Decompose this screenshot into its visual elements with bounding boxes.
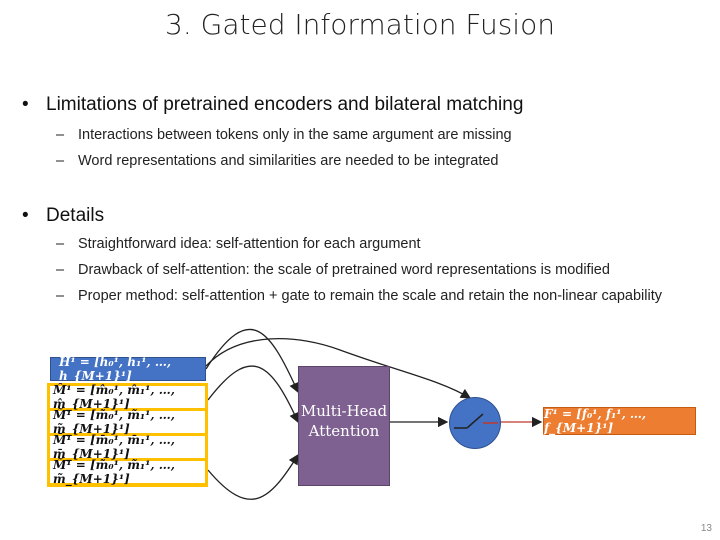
bullet-text: Details [46, 205, 105, 226]
bullet-limitations: • Limitations of pretrained encoders and … [22, 94, 523, 116]
sub-bullet-text: Interactions between tokens only in the … [78, 127, 512, 143]
m-matrix-row: M̃¹ = [m̃₀¹, m̃₁¹, …, m̃_{M+1}¹] [50, 458, 205, 486]
sub-bullet-text: Straightforward idea: self-attention for… [78, 236, 421, 252]
connector-curve [205, 328, 299, 394]
f-matrix-box: F¹ = [f₀¹, f₁¹, …, f_{M+1}¹] [543, 407, 696, 435]
gate-switch-icon [449, 397, 501, 449]
h-matrix-box: H¹ = [h₀¹, h₁¹, …, h_{M+1}¹] [50, 355, 206, 383]
bullet-dot-icon: • [22, 94, 29, 115]
dash-icon: – [56, 127, 65, 143]
m-matrix-row: M̄¹ = [m̄₀¹, m̄₁¹, …, m̄_{M+1}¹] [50, 433, 205, 461]
slide-title: 3. Gated Information Fusion [165, 8, 555, 41]
bullet-text: Limitations of pretrained encoders and b… [46, 94, 524, 115]
connector-arc [205, 338, 472, 399]
dash-icon: – [56, 236, 65, 252]
dash-icon: – [56, 262, 65, 278]
multi-head-attention-box: Multi-Head Attention [298, 366, 390, 486]
mha-label-line1: Multi-Head [300, 402, 388, 420]
dash-icon: – [56, 288, 65, 304]
sub-bullet-text: Proper method: self-attention + gate to … [78, 288, 662, 304]
connector-curve [207, 365, 299, 424]
bullet-dot-icon: • [22, 205, 29, 226]
page-number: 13 [700, 523, 712, 534]
sub-bullet: – Straightforward idea: self-attention f… [56, 233, 706, 255]
sub-bullet: – Word representations and similarities … [56, 150, 706, 172]
m-matrix-stack: M̂¹ = [m̂₀¹, m̂₁¹, …, m̂_{M+1}¹] M̃¹ = [… [47, 383, 208, 487]
sub-bullet-text: Word representations and similarities ar… [78, 153, 499, 169]
sub-bullet: – Drawback of self-attention: the scale … [56, 259, 706, 281]
dash-icon: – [56, 153, 65, 169]
m-matrix-row: M̂¹ = [m̂₀¹, m̂₁¹, …, m̂_{M+1}¹] [50, 383, 205, 411]
connector-curve [207, 453, 299, 500]
sub-bullet-text: Drawback of self-attention: the scale of… [78, 262, 610, 278]
m-matrix-row: M̃¹ = [m̃₀¹, m̃₁¹, …, m̃_{M+1}¹] [50, 408, 205, 436]
mha-label-line2: Attention [308, 422, 380, 440]
sub-bullet: – Proper method: self-attention + gate t… [56, 285, 686, 307]
sub-bullet: – Interactions between tokens only in th… [56, 124, 706, 146]
bullet-details: • Details [22, 205, 104, 227]
